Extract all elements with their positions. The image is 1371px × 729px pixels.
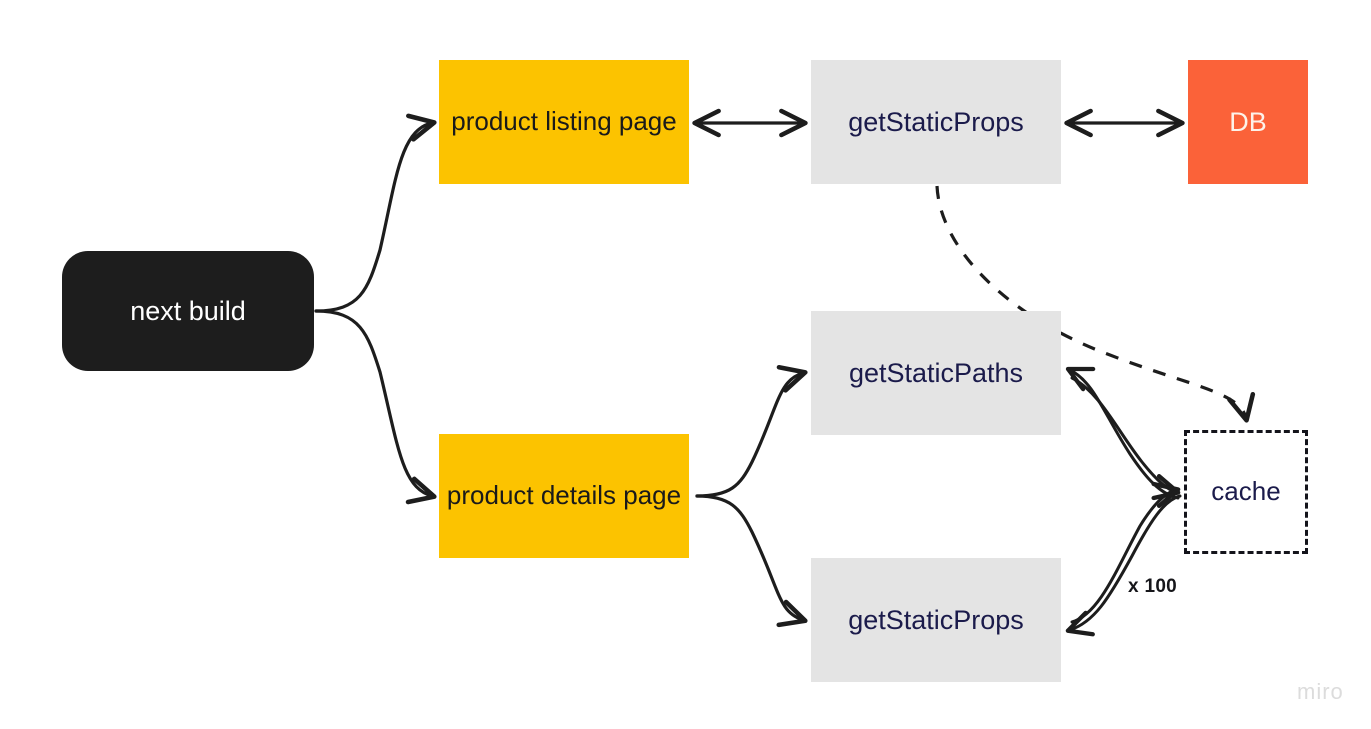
edge-details-to-paths	[695, 365, 808, 498]
node-get-static-props-details-label: getStaticProps	[848, 604, 1024, 635]
node-get-static-props-details[interactable]: getStaticProps	[811, 558, 1061, 682]
node-get-static-paths[interactable]: getStaticPaths	[811, 311, 1061, 435]
node-next-build-label: next build	[130, 295, 246, 326]
node-product-details-page[interactable]: product details page	[439, 434, 689, 558]
edge-build-to-listing	[314, 113, 437, 313]
edge-gspdetails-to-cache	[1070, 481, 1181, 624]
node-cache-label: cache	[1211, 476, 1281, 507]
node-next-build[interactable]: next build	[62, 251, 314, 371]
node-db[interactable]: DB	[1188, 60, 1308, 184]
node-product-details-page-label: product details page	[446, 480, 682, 511]
edge-details-to-gsp	[695, 494, 808, 628]
node-product-listing-page[interactable]: product listing page	[439, 60, 689, 184]
edge-cache-to-gspdetails	[1065, 494, 1182, 637]
node-product-listing-page-label: product listing page	[451, 106, 677, 137]
node-get-static-paths-label: getStaticPaths	[848, 357, 1024, 388]
edge-label-x100: x 100	[1128, 576, 1178, 597]
edge-cache-to-paths	[1065, 366, 1180, 500]
miro-watermark: miro	[1297, 679, 1344, 704]
edge-paths-to-cache	[1070, 376, 1181, 501]
node-get-static-props-listing-label: getStaticProps	[848, 106, 1024, 137]
edge-build-to-details	[314, 309, 437, 505]
node-db-label: DB	[1229, 106, 1267, 137]
node-cache[interactable]: cache	[1184, 430, 1308, 554]
node-get-static-props-listing[interactable]: getStaticProps	[811, 60, 1061, 184]
